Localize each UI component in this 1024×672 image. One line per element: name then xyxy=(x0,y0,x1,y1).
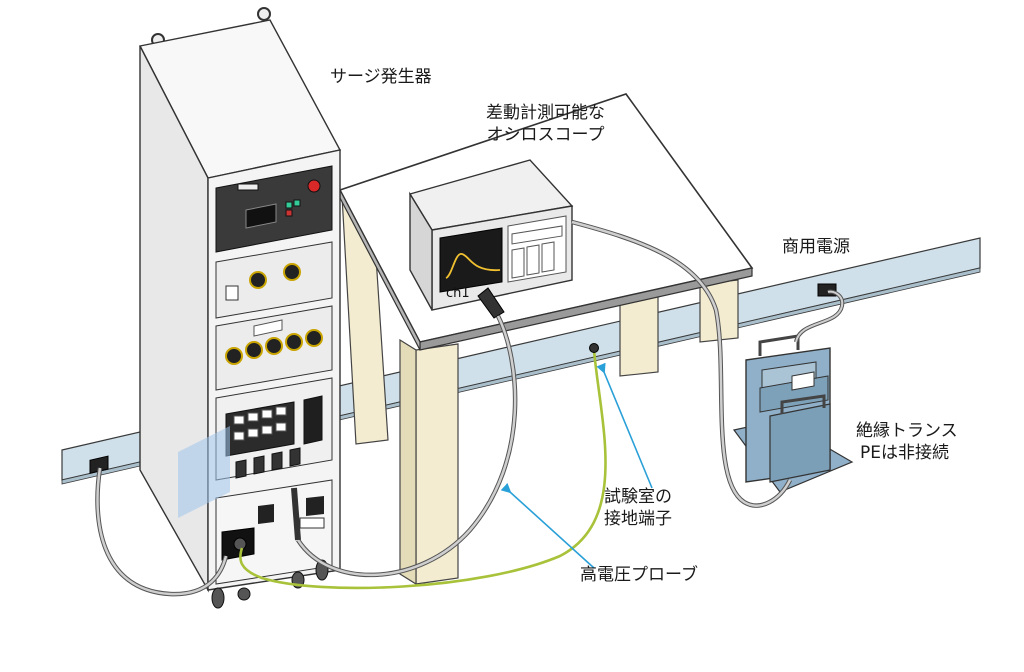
label-mains-power: 商用電源 xyxy=(782,237,850,257)
probe-connector xyxy=(477,287,505,319)
label-ground-terminal: 試験室の 接地端子 xyxy=(604,487,672,529)
label-isolation-transformer: 絶縁トランス PEは非接続 xyxy=(856,421,958,463)
label-surge-generator: サージ発生器 xyxy=(330,67,432,87)
label-hv-probe: 高電圧プローブ xyxy=(580,565,698,585)
isolation-transformer xyxy=(732,334,854,493)
label-channel: ch1 xyxy=(446,286,470,301)
red-button-icon xyxy=(307,179,321,193)
ground-terminal xyxy=(589,343,599,353)
oscilloscope xyxy=(408,159,574,319)
waveform-icon xyxy=(445,253,501,279)
surge-generator-rack xyxy=(138,7,342,609)
cables xyxy=(95,219,845,597)
annotation-arrows xyxy=(500,362,653,569)
highlight-panel xyxy=(178,426,230,518)
label-oscilloscope: 差動計測可能な オシロスコープ xyxy=(486,103,605,145)
